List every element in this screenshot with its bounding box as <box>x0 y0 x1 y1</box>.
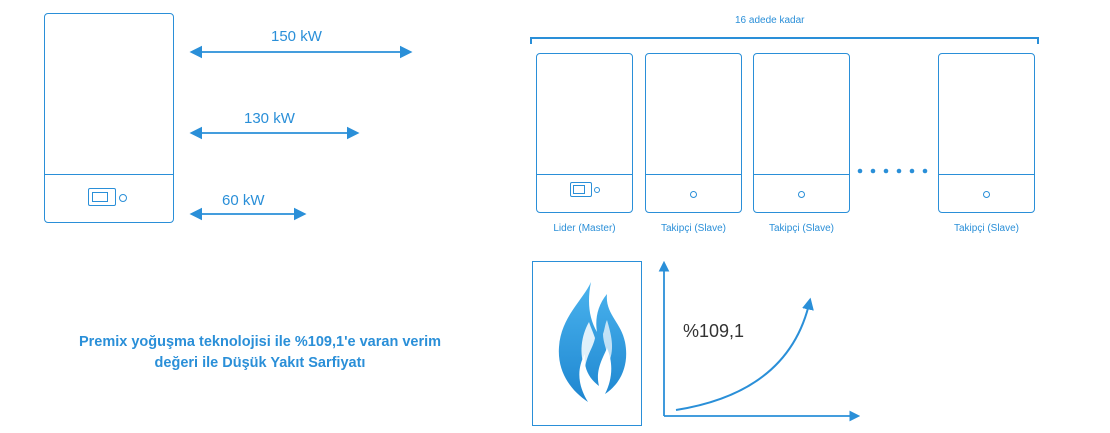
control-panel-icon <box>88 188 116 206</box>
control-knob-icon <box>594 187 600 193</box>
cascade-unit-label: Lider (Master) <box>553 223 616 234</box>
cascade-unit-slave-1 <box>645 53 742 213</box>
large-boiler <box>44 13 174 223</box>
efficiency-value: %109,1 <box>683 321 745 341</box>
control-panel-icon <box>570 182 592 197</box>
flame-box <box>532 261 642 426</box>
cascade-unit-label: Takipçi (Slave) <box>768 223 835 234</box>
flame-icon <box>558 282 627 402</box>
boiler-panel-divider <box>45 174 173 175</box>
efficiency-curve <box>675 297 814 411</box>
cascade-bracket <box>530 37 1039 44</box>
tagline-line-2: değeri ile Düşük Yakıt Sarfiyatı <box>154 355 366 371</box>
cascade-unit-label: Takipçi (Slave) <box>953 223 1020 234</box>
power-label-150: 150 kW <box>271 28 322 45</box>
control-knob-icon <box>690 191 697 198</box>
ellipsis-dots <box>857 168 928 174</box>
cascade-unit-slave-3 <box>938 53 1035 213</box>
cascade-unit-label: Takipçi (Slave) <box>660 223 727 234</box>
power-label-130: 130 kW <box>244 110 295 127</box>
cascade-unit-slave-2 <box>753 53 850 213</box>
tagline: Premix yoğuşma teknolojisi ile %109,1'e … <box>40 332 480 374</box>
cascade-count-label: 16 adede kadar <box>735 15 805 26</box>
control-knob-icon <box>983 191 990 198</box>
tagline-line-1: Premix yoğuşma teknolojisi ile %109,1'e … <box>78 334 442 350</box>
control-knob-icon <box>798 191 805 198</box>
power-label-60: 60 kW <box>222 192 265 209</box>
control-knob-icon <box>119 194 127 202</box>
cascade-unit-master <box>536 53 633 213</box>
